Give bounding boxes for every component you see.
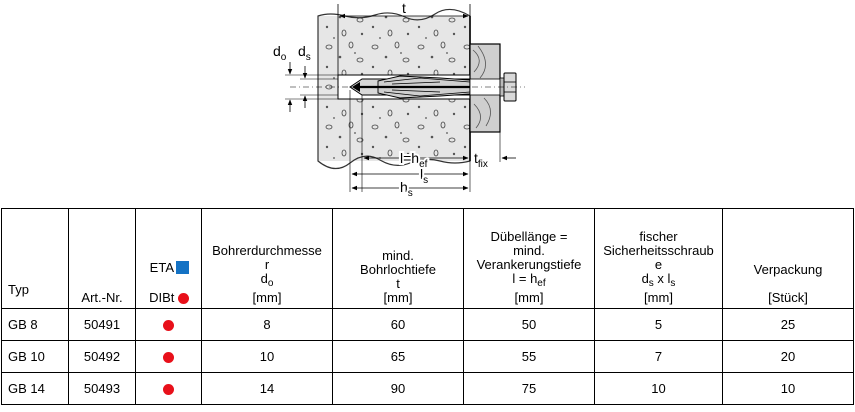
fixture-board <box>469 43 501 133</box>
svg-text:l=hef: l=hef <box>400 150 428 170</box>
svg-text:ds: ds <box>298 43 311 63</box>
cell-laenge: 75 <box>463 372 595 405</box>
dibt-dot-icon <box>178 293 189 305</box>
cell-schraube: 7 <box>594 340 723 373</box>
table-row: GB 14 50493 14 90 75 10 10 <box>1 372 854 405</box>
dibt-dot-icon <box>163 383 174 395</box>
cell-art-nr: 50491 <box>68 308 136 341</box>
svg-text:ls: ls <box>420 166 428 186</box>
cell-tiefe: 90 <box>332 372 464 405</box>
cell-art-nr: 50492 <box>68 340 136 373</box>
cell-bohr: 8 <box>201 308 333 341</box>
header-approvals: ETA DIBt <box>135 208 202 309</box>
header-typ: Typ <box>1 208 69 309</box>
eta-square-icon <box>176 261 189 274</box>
dibt-dot-icon <box>163 319 174 331</box>
header-duebellaenge: Dübellänge = mind. Verankerungstiefe l =… <box>463 208 595 309</box>
cell-laenge: 50 <box>463 308 595 341</box>
cell-schraube: 5 <box>594 308 723 341</box>
cell-verpackung: 20 <box>722 340 854 373</box>
svg-text:t: t <box>402 0 406 16</box>
dibt-label: DIBt <box>149 290 175 305</box>
cell-schraube: 10 <box>594 372 723 405</box>
cell-dibt <box>135 372 202 405</box>
table-row: GB 10 50492 10 65 55 7 20 <box>1 340 854 373</box>
cell-tiefe: 65 <box>332 340 464 373</box>
cell-tiefe: 60 <box>332 308 464 341</box>
header-bohrerdurchmesser: Bohrerdurchmesse r do [mm] <box>201 208 333 309</box>
header-bohrlochtiefe: mind. Bohrlochtiefe t [mm] <box>332 208 464 309</box>
cell-verpackung: 10 <box>722 372 854 405</box>
cell-laenge: 55 <box>463 340 595 373</box>
eta-label: ETA <box>149 260 174 275</box>
dimension-l-hef: l=hef <box>361 95 471 192</box>
header-sicherheitsschraube: fischer Sicherheitsschraub e ds x ls [mm… <box>594 208 723 309</box>
table-header-row: Typ Art.-Nr. ETA DIBt Bohrerdurchmesse r… <box>1 208 854 309</box>
table-row: GB 8 50491 8 60 50 5 25 <box>1 308 854 341</box>
dimension-t: t <box>337 0 471 75</box>
svg-text:hs: hs <box>400 179 413 199</box>
header-verpackung: Verpackung [Stück] <box>722 208 854 309</box>
cell-verpackung: 25 <box>722 308 854 341</box>
header-art-nr: Art.-Nr. <box>68 208 136 309</box>
anchor-installation-diagram: t do ds l=hef tfix <box>273 0 525 201</box>
cell-dibt <box>135 340 202 373</box>
dimension-do-ds: do ds <box>273 43 338 112</box>
cell-typ: GB 14 <box>1 372 69 405</box>
dimension-hs: hs <box>351 177 469 201</box>
cell-typ: GB 10 <box>1 340 69 373</box>
specification-table: Typ Art.-Nr. ETA DIBt Bohrerdurchmesse r… <box>1 208 854 405</box>
cell-typ: GB 8 <box>1 308 69 341</box>
dibt-dot-icon <box>163 351 174 363</box>
cell-bohr: 10 <box>201 340 333 373</box>
svg-text:do: do <box>273 43 287 63</box>
dimension-ls: ls <box>349 90 469 192</box>
cell-dibt <box>135 308 202 341</box>
svg-text:tfix: tfix <box>474 150 488 170</box>
dimension-tfix: tfix <box>474 132 516 170</box>
cell-art-nr: 50493 <box>68 372 136 405</box>
cell-bohr: 14 <box>201 372 333 405</box>
